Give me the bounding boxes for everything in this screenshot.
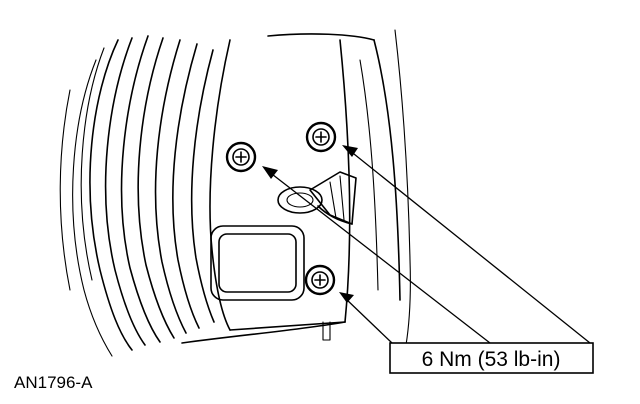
leader-lines xyxy=(262,145,591,344)
screw-upper-left xyxy=(225,141,257,173)
screw-upper-right xyxy=(305,121,337,153)
latch-mechanism xyxy=(277,171,357,225)
access-opening xyxy=(210,225,305,301)
arrowhead-upper-right xyxy=(342,145,358,157)
torque-label: 6 Nm (53 lb-in) xyxy=(422,348,561,371)
inner-panel xyxy=(181,29,411,346)
arrowhead-lower xyxy=(339,292,354,303)
torque-callout: 6 Nm (53 lb-in) xyxy=(389,342,594,374)
arrowhead-upper-left xyxy=(262,166,278,179)
panel-contour-lines xyxy=(59,35,215,357)
figure-id: AN1796-A xyxy=(14,373,93,392)
screw-lower xyxy=(304,264,336,296)
